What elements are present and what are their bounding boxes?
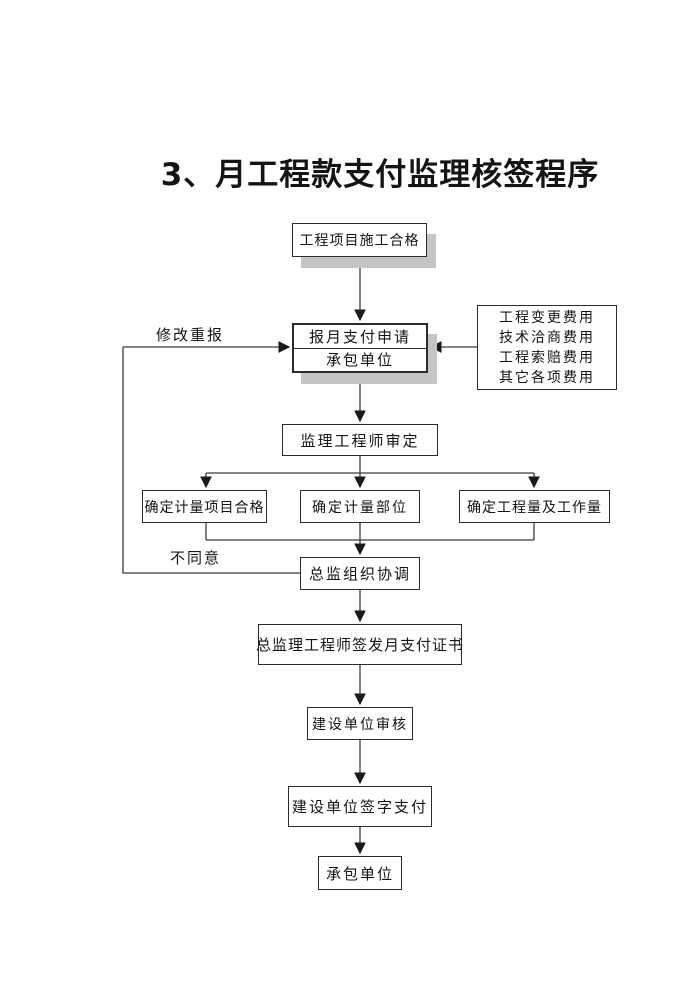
fee-line: 其它各项费用 [499, 369, 595, 386]
node-fee-items: 工程变更费用 技术洽商费用 工程索赔费用 其它各项费用 [477, 305, 617, 390]
node-owner-review: 建设单位审核 [307, 707, 413, 740]
connector-disagree-feedback [122, 347, 300, 574]
node-confirm-quantities: 确定工程量及工作量 [459, 490, 610, 523]
node-label: 建设单位审核 [312, 716, 408, 733]
node-confirm-measured-items: 确定计量项目合格 [142, 490, 267, 523]
node-contractor: 承包单位 [318, 856, 402, 890]
node-owner-sign-pay: 建设单位签字支付 [288, 786, 432, 827]
node-label: 承包单位 [325, 351, 394, 370]
node-label: 建设单位签字支付 [291, 798, 428, 816]
edge-label-disagree: 不同意 [170, 549, 222, 567]
node-label: 确定工程量及工作量 [467, 499, 602, 516]
node-chief-supervisor-coordination: 总监组织协调 [300, 557, 420, 590]
node-issue-payment-certificate: 总监理工程师签发月支付证书 [256, 624, 465, 665]
node-apply-top-cell: 报月支付申请 [294, 325, 426, 349]
edge-label-revise-resubmit: 修改重报 [156, 326, 225, 344]
fee-line: 工程索赔费用 [499, 349, 595, 366]
node-label: 总监组织协调 [308, 565, 411, 583]
node-label: 工程项目施工合格 [299, 233, 420, 249]
node-label: 确定计量部位 [312, 499, 408, 516]
node-label: 报月支付申请 [308, 327, 411, 346]
page-title: 3、月工程款支付监理核签程序 [160, 157, 600, 193]
node-confirm-measured-parts: 确定计量部位 [300, 490, 420, 523]
node-monthly-payment-apply: 报月支付申请 承包单位 [292, 323, 428, 373]
node-label: 监理工程师审定 [300, 431, 420, 450]
node-label: 承包单位 [325, 864, 394, 883]
node-supervisor-engineer-review: 监理工程师审定 [282, 424, 438, 456]
node-label: 总监理工程师签发月支付证书 [256, 636, 465, 654]
node-project-qualified: 工程项目施工合格 [292, 223, 427, 257]
node-label: 确定计量项目合格 [144, 499, 265, 516]
fee-line: 工程变更费用 [499, 309, 595, 326]
fee-line: 技术洽商费用 [499, 329, 595, 346]
node-apply-bottom-cell: 承包单位 [294, 349, 426, 372]
